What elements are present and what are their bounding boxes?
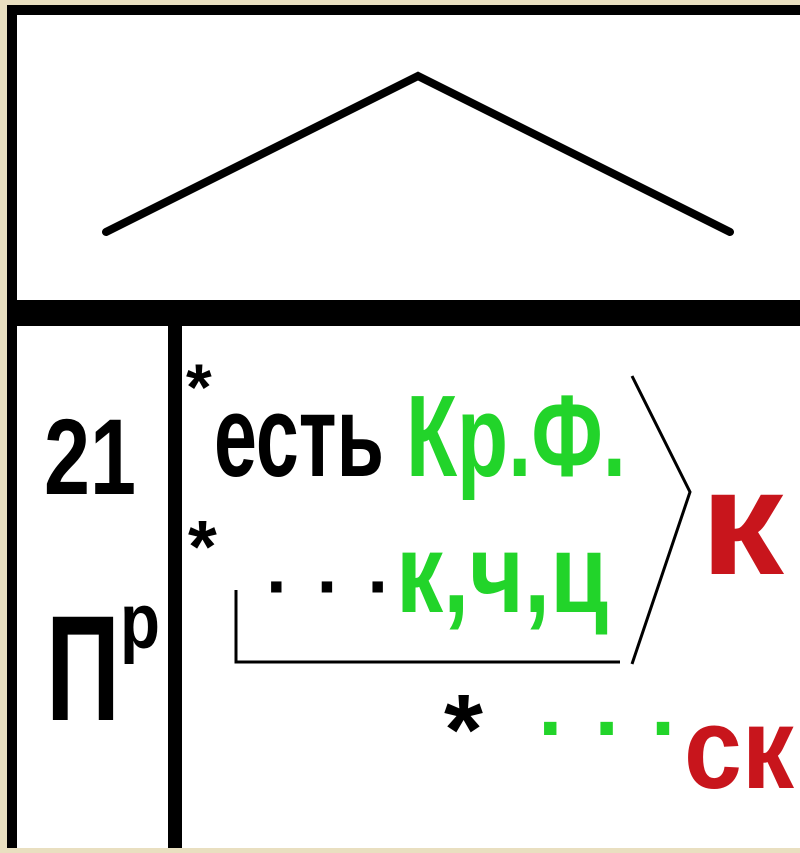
row2-letters: к,ч,ц [396,511,608,636]
result-letter: к [700,438,785,606]
bottom-panel [7,311,800,853]
row2-dots: · · · [266,545,392,628]
row1-condition: Кр.Ф. [406,371,626,501]
row2-bracket [234,590,620,664]
row3-ending: ск [684,683,795,813]
row3-marker: * [444,674,483,786]
top-panel [7,5,800,315]
column-divider [168,320,182,850]
row3-dots: · · · [538,678,680,777]
rule-number: 21 [44,396,136,517]
result-arrow [630,375,692,665]
row2-marker: * [188,505,217,588]
panel-separator [12,300,800,326]
row1-marker: * [186,350,212,424]
rule-code-superscript: р [120,577,160,665]
row1-keyword: есть [214,371,384,501]
rule-code-letter: П [46,584,120,752]
roof-mark [102,71,734,236]
